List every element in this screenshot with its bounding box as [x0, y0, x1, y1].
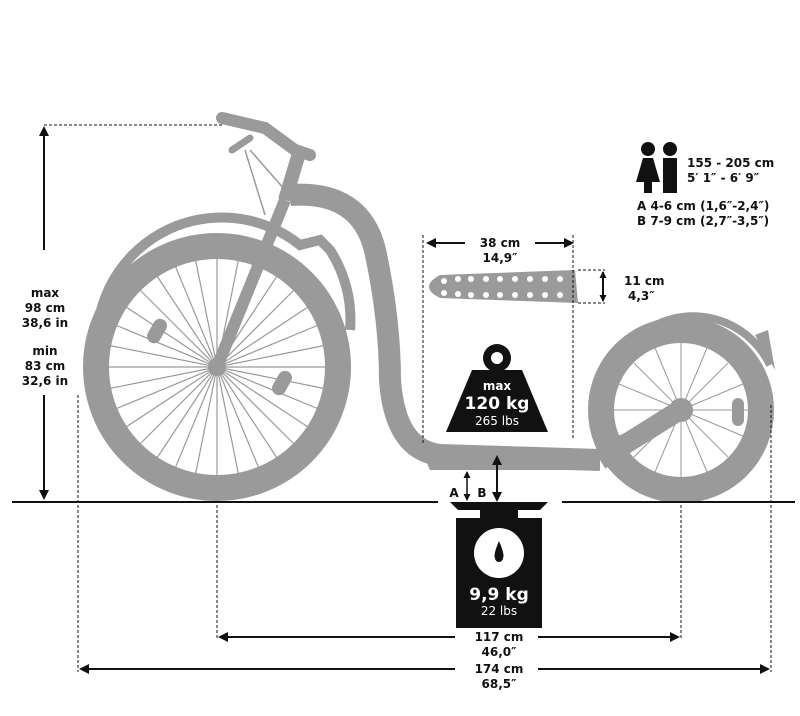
weight-lbs: 22 lbs — [480, 604, 518, 618]
weight-icon — [446, 344, 548, 432]
deck — [420, 448, 600, 470]
front-fender — [91, 212, 356, 361]
total-length-in: 68,5″ — [481, 677, 517, 691]
scooter-silhouette — [83, 112, 775, 503]
height-max-cm: 98 cm — [24, 301, 66, 315]
max-load-label: max — [482, 379, 512, 393]
height-min-in: 32,6 in — [21, 374, 69, 388]
max-load-lbs: 265 lbs — [475, 414, 519, 428]
height-min-label: min — [32, 344, 58, 358]
scale-icon — [450, 502, 548, 628]
deck-length-in: 14,9″ — [482, 251, 518, 265]
clearance-a: A 4-6 cm (1,6″-2,4″) — [637, 199, 770, 213]
rear-wheel — [588, 317, 774, 503]
clearance-marker-b: B — [477, 486, 487, 500]
rider-height-ft: 5′ 1″ - 6′ 9″ — [687, 171, 760, 185]
frame — [289, 183, 601, 471]
male-female-person-icon — [636, 142, 677, 193]
deck-width-cm: 11 cm — [624, 274, 665, 288]
height-max-label: max — [30, 286, 60, 300]
clearance-marker-a: A — [449, 486, 459, 500]
clearance-b: B 7-9 cm (2,7″-3,5″) — [637, 214, 770, 228]
rear-fender — [637, 312, 774, 367]
max-load-kg: 120 kg — [464, 394, 530, 414]
deck-length-cm: 38 cm — [479, 236, 521, 250]
dimension-lines — [12, 124, 795, 674]
weight-kg: 9,9 kg — [469, 585, 529, 605]
height-min-cm: 83 cm — [24, 359, 66, 373]
total-length-cm: 174 cm — [474, 662, 524, 676]
deck-top-view — [429, 270, 578, 303]
deck-width-in: 4,3″ — [628, 289, 655, 303]
wheelbase-in: 46,0″ — [481, 645, 517, 659]
wheelbase-cm: 117 cm — [474, 630, 524, 644]
rider-height-cm: 155 - 205 cm — [687, 156, 775, 170]
height-max-in: 38,6 in — [21, 316, 69, 330]
